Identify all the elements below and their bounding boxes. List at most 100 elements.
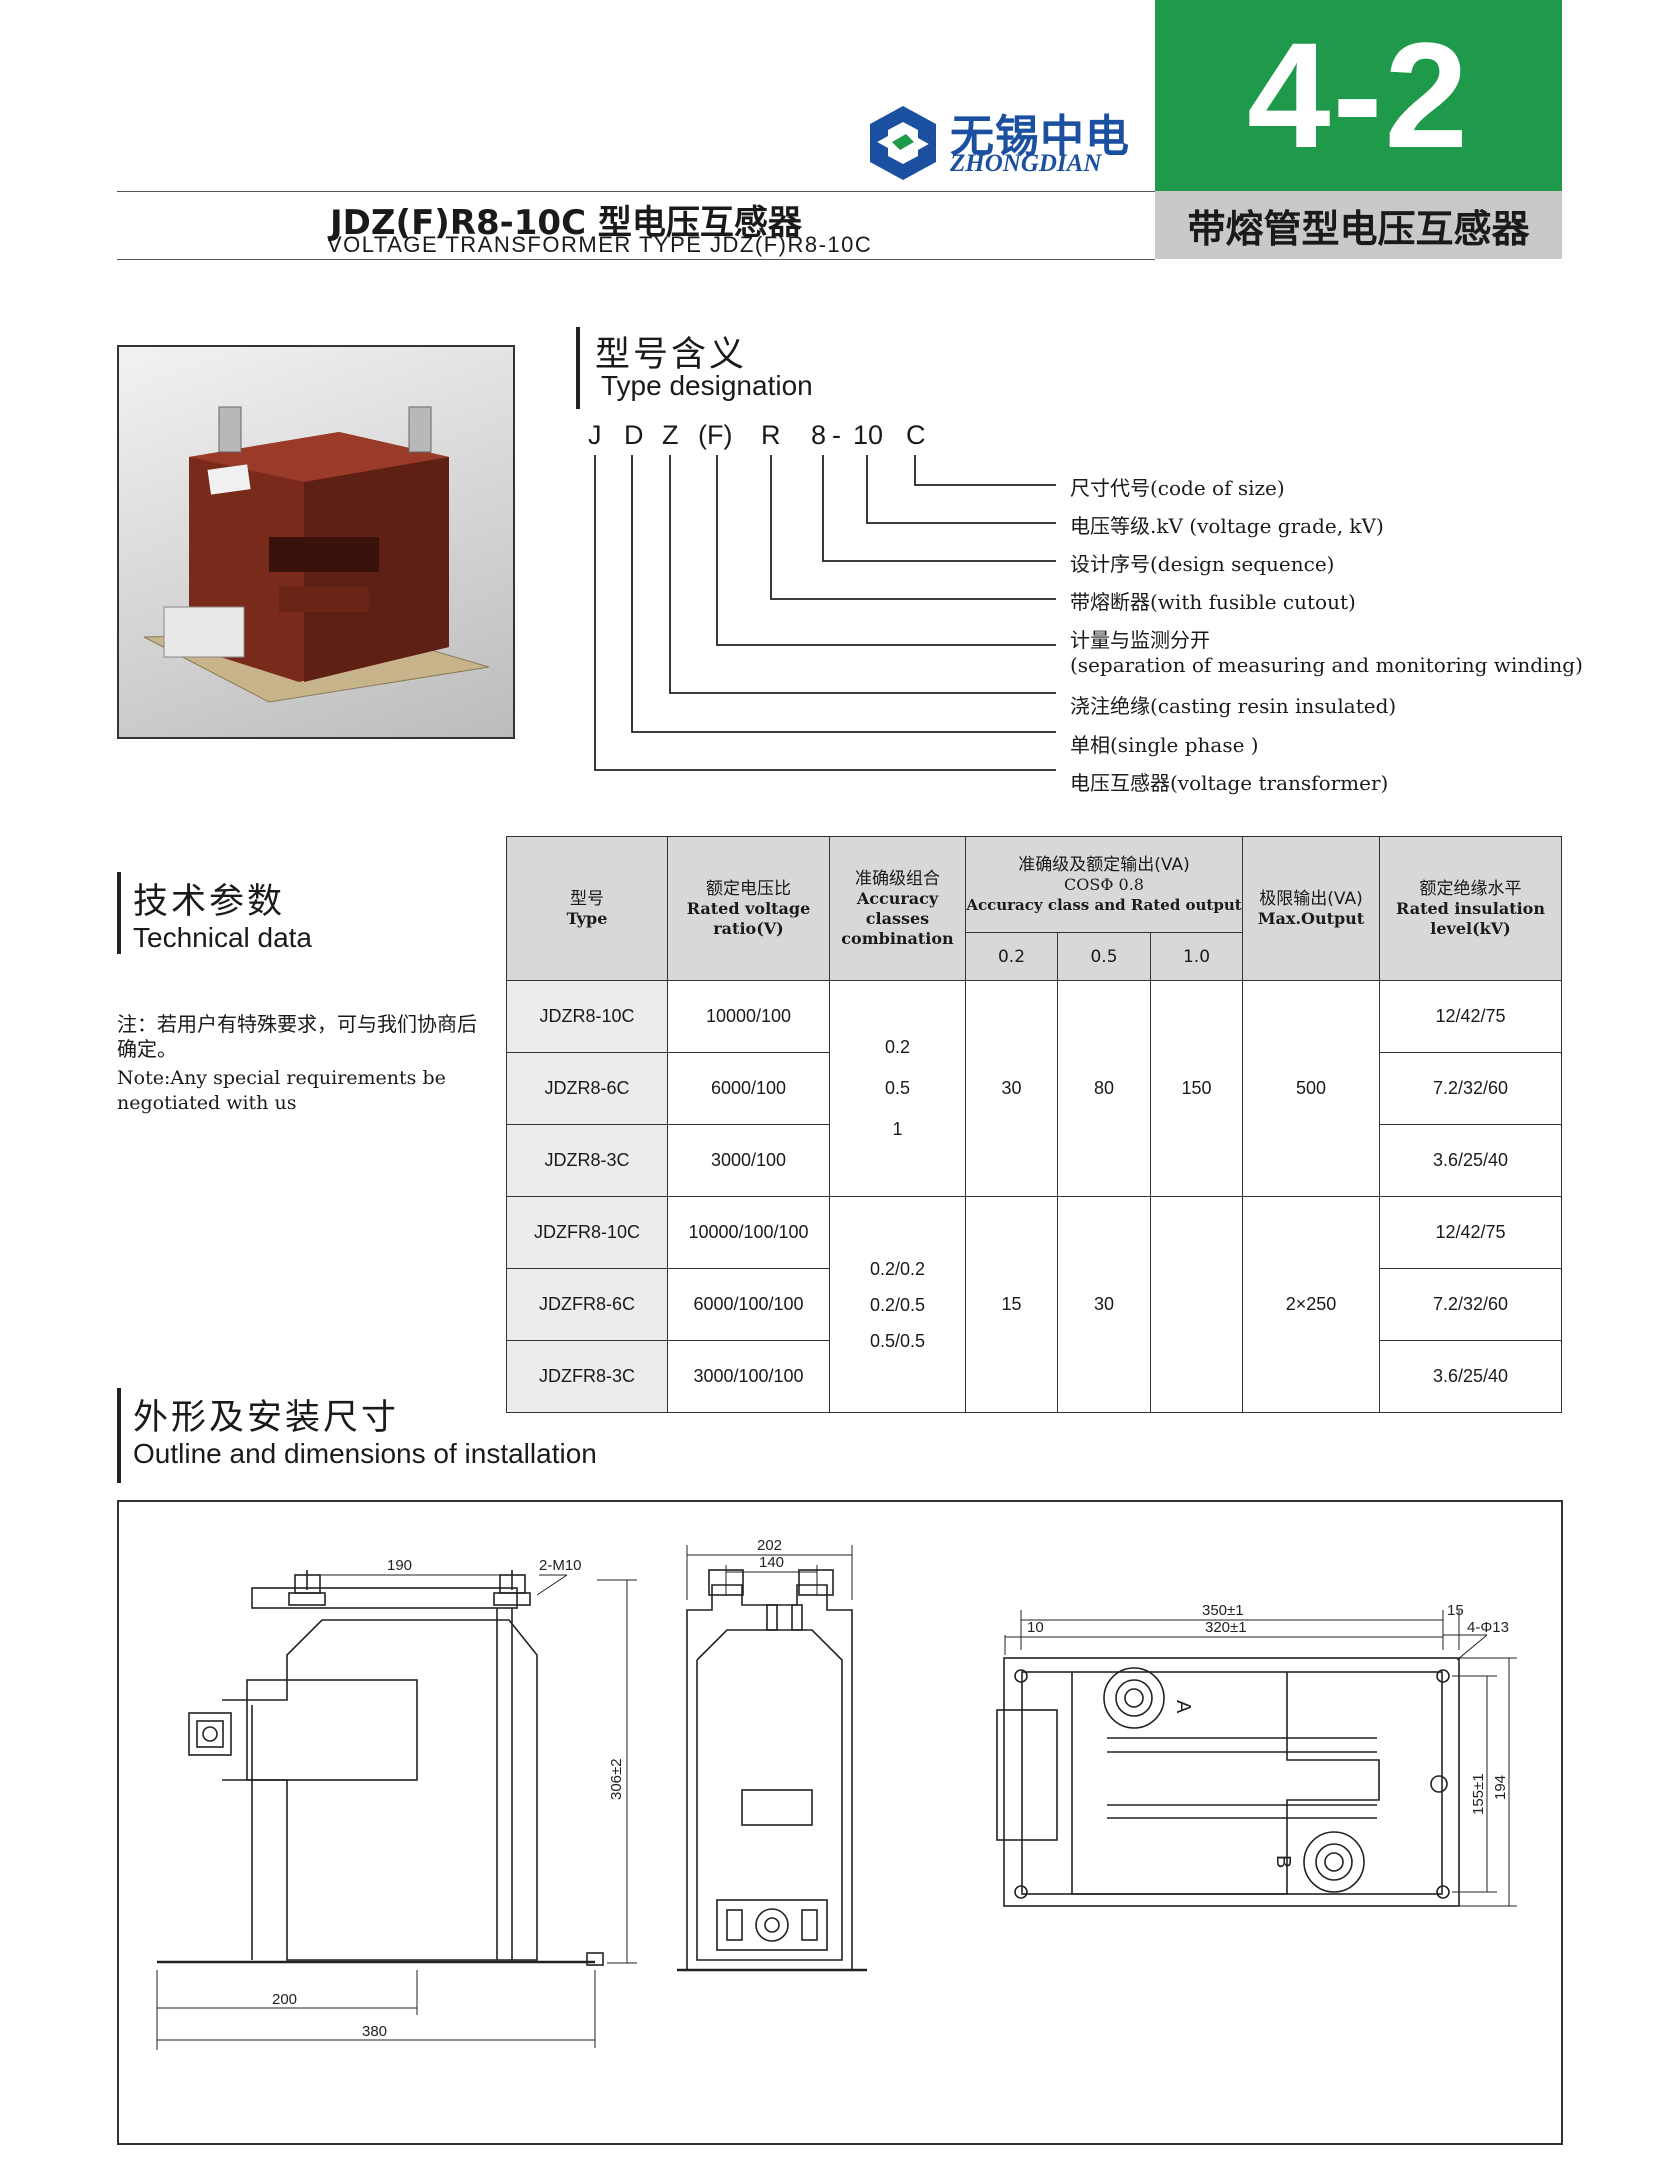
designation-letter: J: [588, 420, 602, 450]
col-header-1.0: 1.0: [1149, 932, 1244, 981]
cell-type: JDZR8-10C: [506, 980, 668, 1053]
cell-type: JDZR8-3C: [506, 1124, 668, 1197]
designation-explanation: 单相(single phase ): [1070, 733, 1259, 757]
section-name: 带熔管型电压互感器: [1155, 191, 1562, 259]
cell-insulation: 7.2/32/60: [1379, 1268, 1563, 1341]
technical-heading-en: Technical data: [133, 922, 313, 953]
designation-letter: (F): [698, 420, 733, 450]
section-marker: [117, 872, 121, 954]
designation-explanation: 尺寸代号(code of size): [1070, 476, 1285, 500]
cell-insulation: 12/42/75: [1379, 980, 1563, 1053]
section-tab: [1155, 0, 1562, 191]
cell-ratio: 3000/100/100: [667, 1340, 830, 1413]
outline-heading-cn: 外形及安装尺寸: [133, 1398, 400, 1438]
dim-140: 140: [759, 1554, 784, 1571]
col-header-max-output: 极限输出(VA)Max.Output: [1242, 836, 1381, 981]
cell-output-1.0: [1149, 1196, 1244, 1413]
drawing-frame: [117, 1500, 1563, 2145]
designation-explanation: 计量与监测分开(separation of measuring and moni…: [1070, 628, 1583, 677]
page-title: JDZ(F)R8-10C 型电压互感器: [330, 203, 802, 243]
section-marker: [576, 327, 580, 409]
terminal-b-label: B: [1272, 1855, 1294, 1868]
cell-ratio: 6000/100: [667, 1052, 830, 1125]
brand-logo-icon: [870, 106, 936, 180]
cell-insulation: 3.6/25/40: [1379, 1340, 1563, 1413]
cell-output-0.2: 30: [965, 980, 1058, 1197]
dim-200: 200: [272, 1991, 297, 2008]
cell-max-output: 2×250: [1242, 1196, 1381, 1413]
dim-155: 155±1: [1470, 1773, 1487, 1815]
terminal-a-label: A: [1172, 1700, 1194, 1714]
dim-380: 380: [362, 2023, 387, 2040]
cell-ratio: 10000/100: [667, 980, 830, 1053]
dim-15: 15: [1447, 1602, 1464, 1619]
note-en: Note:Any special requirements be negotia…: [117, 1067, 446, 1114]
dim-holes: 4-Φ13: [1467, 1619, 1509, 1636]
designation-letter: C: [906, 420, 926, 450]
designation-heading-en: Type designation: [601, 370, 813, 401]
table-row: JDZFR8-6C 6000/100/100 7.2/32/60: [506, 1268, 1563, 1341]
designation-letter: Z: [662, 420, 679, 450]
cell-type: JDZFR8-6C: [506, 1268, 668, 1341]
dim-194: 194: [1492, 1775, 1509, 1800]
cell-insulation: 7.2/32/60: [1379, 1052, 1563, 1125]
col-header-0.5: 0.5: [1057, 932, 1151, 981]
designation-letter: -: [832, 420, 841, 450]
dim-350: 350±1: [1202, 1602, 1244, 1619]
brand-name-en: ZHONGDIAN: [950, 150, 1102, 177]
col-header-0.2: 0.2: [965, 932, 1058, 981]
cell-output-1.0: 150: [1149, 980, 1244, 1197]
dim-202: 202: [757, 1537, 782, 1554]
dim-thread: 2-M10: [539, 1557, 582, 1574]
designation-explanation: 带熔断器(with fusible cutout): [1070, 590, 1356, 614]
page-subtitle: VOLTAGE TRANSFORMER TYPE JDZ(F)R8-10C: [327, 232, 873, 257]
cell-output-0.5: 30: [1057, 1196, 1151, 1413]
designation-heading-cn: 型号含义: [595, 335, 748, 375]
cell-type: JDZFR8-10C: [506, 1196, 668, 1269]
table-row: JDZR8-3C 3000/100 3.6/25/40: [506, 1124, 1563, 1197]
dim-10: 10: [1027, 1619, 1044, 1636]
section-marker: [117, 1388, 121, 1483]
cell-max-output: 500: [1242, 980, 1381, 1197]
cell-type: JDZR8-6C: [506, 1052, 668, 1125]
dim-190: 190: [387, 1557, 412, 1574]
designation-letter: 10: [853, 420, 884, 450]
cell-output-0.2: 15: [965, 1196, 1058, 1413]
header-rule: [117, 259, 1155, 260]
cell-type: JDZFR8-3C: [506, 1340, 668, 1413]
designation-leader-lines: [594, 455, 1056, 771]
cell-insulation: 3.6/25/40: [1379, 1124, 1563, 1197]
designation-explanation: 设计序号(design sequence): [1070, 552, 1335, 576]
section-number: 4-2: [1247, 11, 1470, 179]
table-row: JDZR8-6C 6000/100 7.2/32/60: [506, 1052, 1563, 1125]
dim-306: 306±2: [608, 1758, 625, 1800]
dim-320: 320±1: [1205, 1619, 1247, 1636]
designation-explanation: 电压互感器(voltage transformer): [1070, 771, 1389, 795]
product-photo: [117, 345, 515, 739]
technical-heading-cn: 技术参数: [133, 882, 286, 922]
installation-drawings: 190 2-M10 306±2 200 380 202 140 350±1 15…: [156, 1537, 1517, 2050]
designation-letter: 8: [811, 420, 827, 450]
cell-output-0.5: 80: [1057, 980, 1151, 1197]
header-rule: [117, 191, 1155, 192]
cell-ratio: 10000/100/100: [667, 1196, 830, 1269]
outline-heading-en: Outline and dimensions of installation: [133, 1438, 597, 1469]
cell-insulation: 12/42/75: [1379, 1196, 1563, 1269]
designation-explanation: 浇注绝缘(casting resin insulated): [1070, 694, 1397, 718]
designation-letter: D: [624, 420, 644, 450]
table-row: JDZFR8-3C 3000/100/100 3.6/25/40: [506, 1340, 1563, 1413]
cell-ratio: 3000/100: [667, 1124, 830, 1197]
cell-ratio: 6000/100/100: [667, 1268, 830, 1341]
designation-explanation: 电压等级.kV (voltage grade, kV): [1070, 514, 1384, 538]
note-cn: 注：若用户有特殊要求，可与我们协商后确定。: [117, 1012, 477, 1061]
